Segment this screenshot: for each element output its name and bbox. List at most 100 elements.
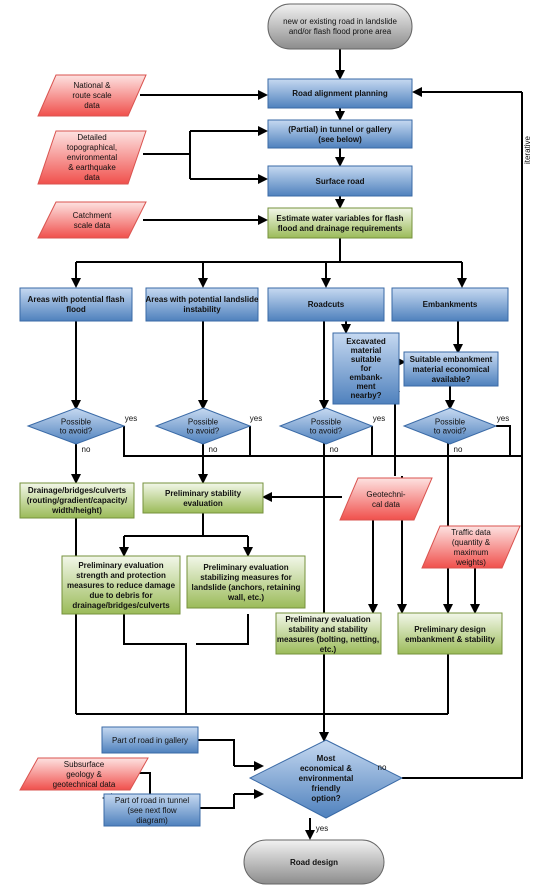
label-line: Subsurface	[64, 760, 105, 769]
avoid1-diamond	[26, 407, 126, 445]
avoid4-diamond	[402, 407, 498, 445]
label-line: Catchment	[73, 211, 112, 220]
label-line: Areas with potential flash	[28, 295, 125, 304]
label-line: environmental	[299, 774, 354, 783]
label-line: to avoid?	[434, 427, 467, 436]
label-line: to avoid?	[187, 427, 220, 436]
prelim-strength-box	[61, 555, 181, 615]
edge-labels: iterative yes yes yes yes no no no no no…	[82, 135, 532, 833]
label-line: drainage/bridges/culverts	[72, 601, 170, 610]
label-line: maximum	[454, 548, 489, 557]
start-terminal	[267, 3, 413, 50]
label-line: evaluation	[183, 499, 223, 508]
label-line: to avoid?	[60, 427, 93, 436]
yes-final-label: yes	[316, 824, 328, 833]
label-line: suitable	[351, 355, 382, 364]
edge-gallery-decision	[198, 739, 235, 766]
avoid2-diamond	[154, 407, 252, 445]
most-economical-diamond	[248, 739, 404, 819]
drainage-box	[19, 482, 135, 519]
label-line: scale data	[74, 221, 111, 230]
label-line: National &	[74, 81, 112, 90]
data-geotech-shape	[339, 477, 433, 521]
end-terminal	[243, 839, 385, 885]
label-line: Suitable embankment	[410, 355, 493, 364]
label-line: instability	[183, 305, 221, 314]
label-line: Possible	[311, 418, 342, 427]
surface-road-box	[267, 165, 413, 197]
label-line: flood and drainage requirements	[278, 224, 403, 233]
prelim-stabilizing-box	[186, 555, 306, 609]
label-line: Part of road in gallery	[112, 736, 188, 745]
part-gallery-label: Part of road in gallery	[112, 736, 188, 745]
label-line: stability and stability	[288, 625, 368, 634]
suitable-embank-box	[403, 351, 499, 387]
edge-stabilizing-merge	[196, 614, 249, 645]
label-line: (see below)	[318, 135, 362, 144]
label-line: flood	[66, 305, 86, 314]
drainage-label: Drainage/bridges/culverts(routing/gradie…	[27, 486, 128, 515]
yes1-label: yes	[125, 414, 137, 423]
road-alignment-label: Road alignment planning	[292, 89, 388, 98]
label-line: material economical	[413, 365, 490, 374]
no3-label: no	[330, 445, 339, 454]
roadcuts-box	[267, 287, 385, 322]
label-line: (Partial) in tunnel or gallery	[288, 125, 392, 134]
label-line: topographical,	[67, 143, 117, 152]
edge-tunnel-decision	[200, 794, 235, 809]
label-line: diagram)	[136, 816, 168, 825]
yes2-label: yes	[250, 414, 262, 423]
label-line: embank-	[350, 373, 383, 382]
label-line: weights)	[455, 558, 486, 567]
part-gallery-box	[101, 726, 199, 754]
no1-label: no	[82, 445, 91, 454]
connectors	[71, 49, 523, 840]
data-geotech-label: Geotechni-cal data	[366, 490, 405, 509]
label-line: and/or flash flood prone area	[289, 27, 392, 36]
label-line: Road alignment planning	[292, 89, 388, 98]
areas-flash-box	[19, 287, 133, 322]
tunnel-gallery-label: (Partial) in tunnel or gallery(see below…	[288, 125, 392, 144]
embankments-box	[391, 287, 509, 322]
roadcuts-label: Roadcuts	[308, 300, 345, 309]
data-subsurface-shape	[19, 757, 149, 791]
prelim-design-box	[397, 612, 503, 655]
label-line: data	[84, 101, 100, 110]
label-line: route scale	[72, 91, 112, 100]
tunnel-gallery-box	[267, 119, 413, 149]
label-line: Preliminary evaluation	[78, 561, 163, 570]
road-alignment-box	[267, 78, 413, 109]
label-line: (routing/gradient/capacity/	[27, 496, 128, 505]
edge-yes-bus	[123, 426, 522, 457]
label-line: option?	[311, 794, 340, 803]
label-line: Detailed	[77, 133, 106, 142]
label-line: strength and protection	[76, 571, 166, 580]
label-line: Possible	[435, 418, 466, 427]
shapes	[19, 3, 521, 885]
edge-yes4-bus	[496, 425, 511, 456]
label-line: (see next flow	[127, 806, 177, 815]
label-line: landslide (anchors, retaining	[192, 583, 301, 592]
prelim-bolting-box	[275, 612, 382, 655]
label-line: economical &	[300, 764, 352, 773]
surface-road-label: Surface road	[316, 177, 365, 186]
data-catchment-shape	[37, 201, 147, 239]
label-line: nearby?	[350, 391, 381, 400]
part-tunnel-box	[103, 793, 201, 827]
no4-label: no	[454, 445, 463, 454]
label-line: (quantity &	[452, 538, 491, 547]
label-line: Areas with potential landslide	[146, 295, 259, 304]
